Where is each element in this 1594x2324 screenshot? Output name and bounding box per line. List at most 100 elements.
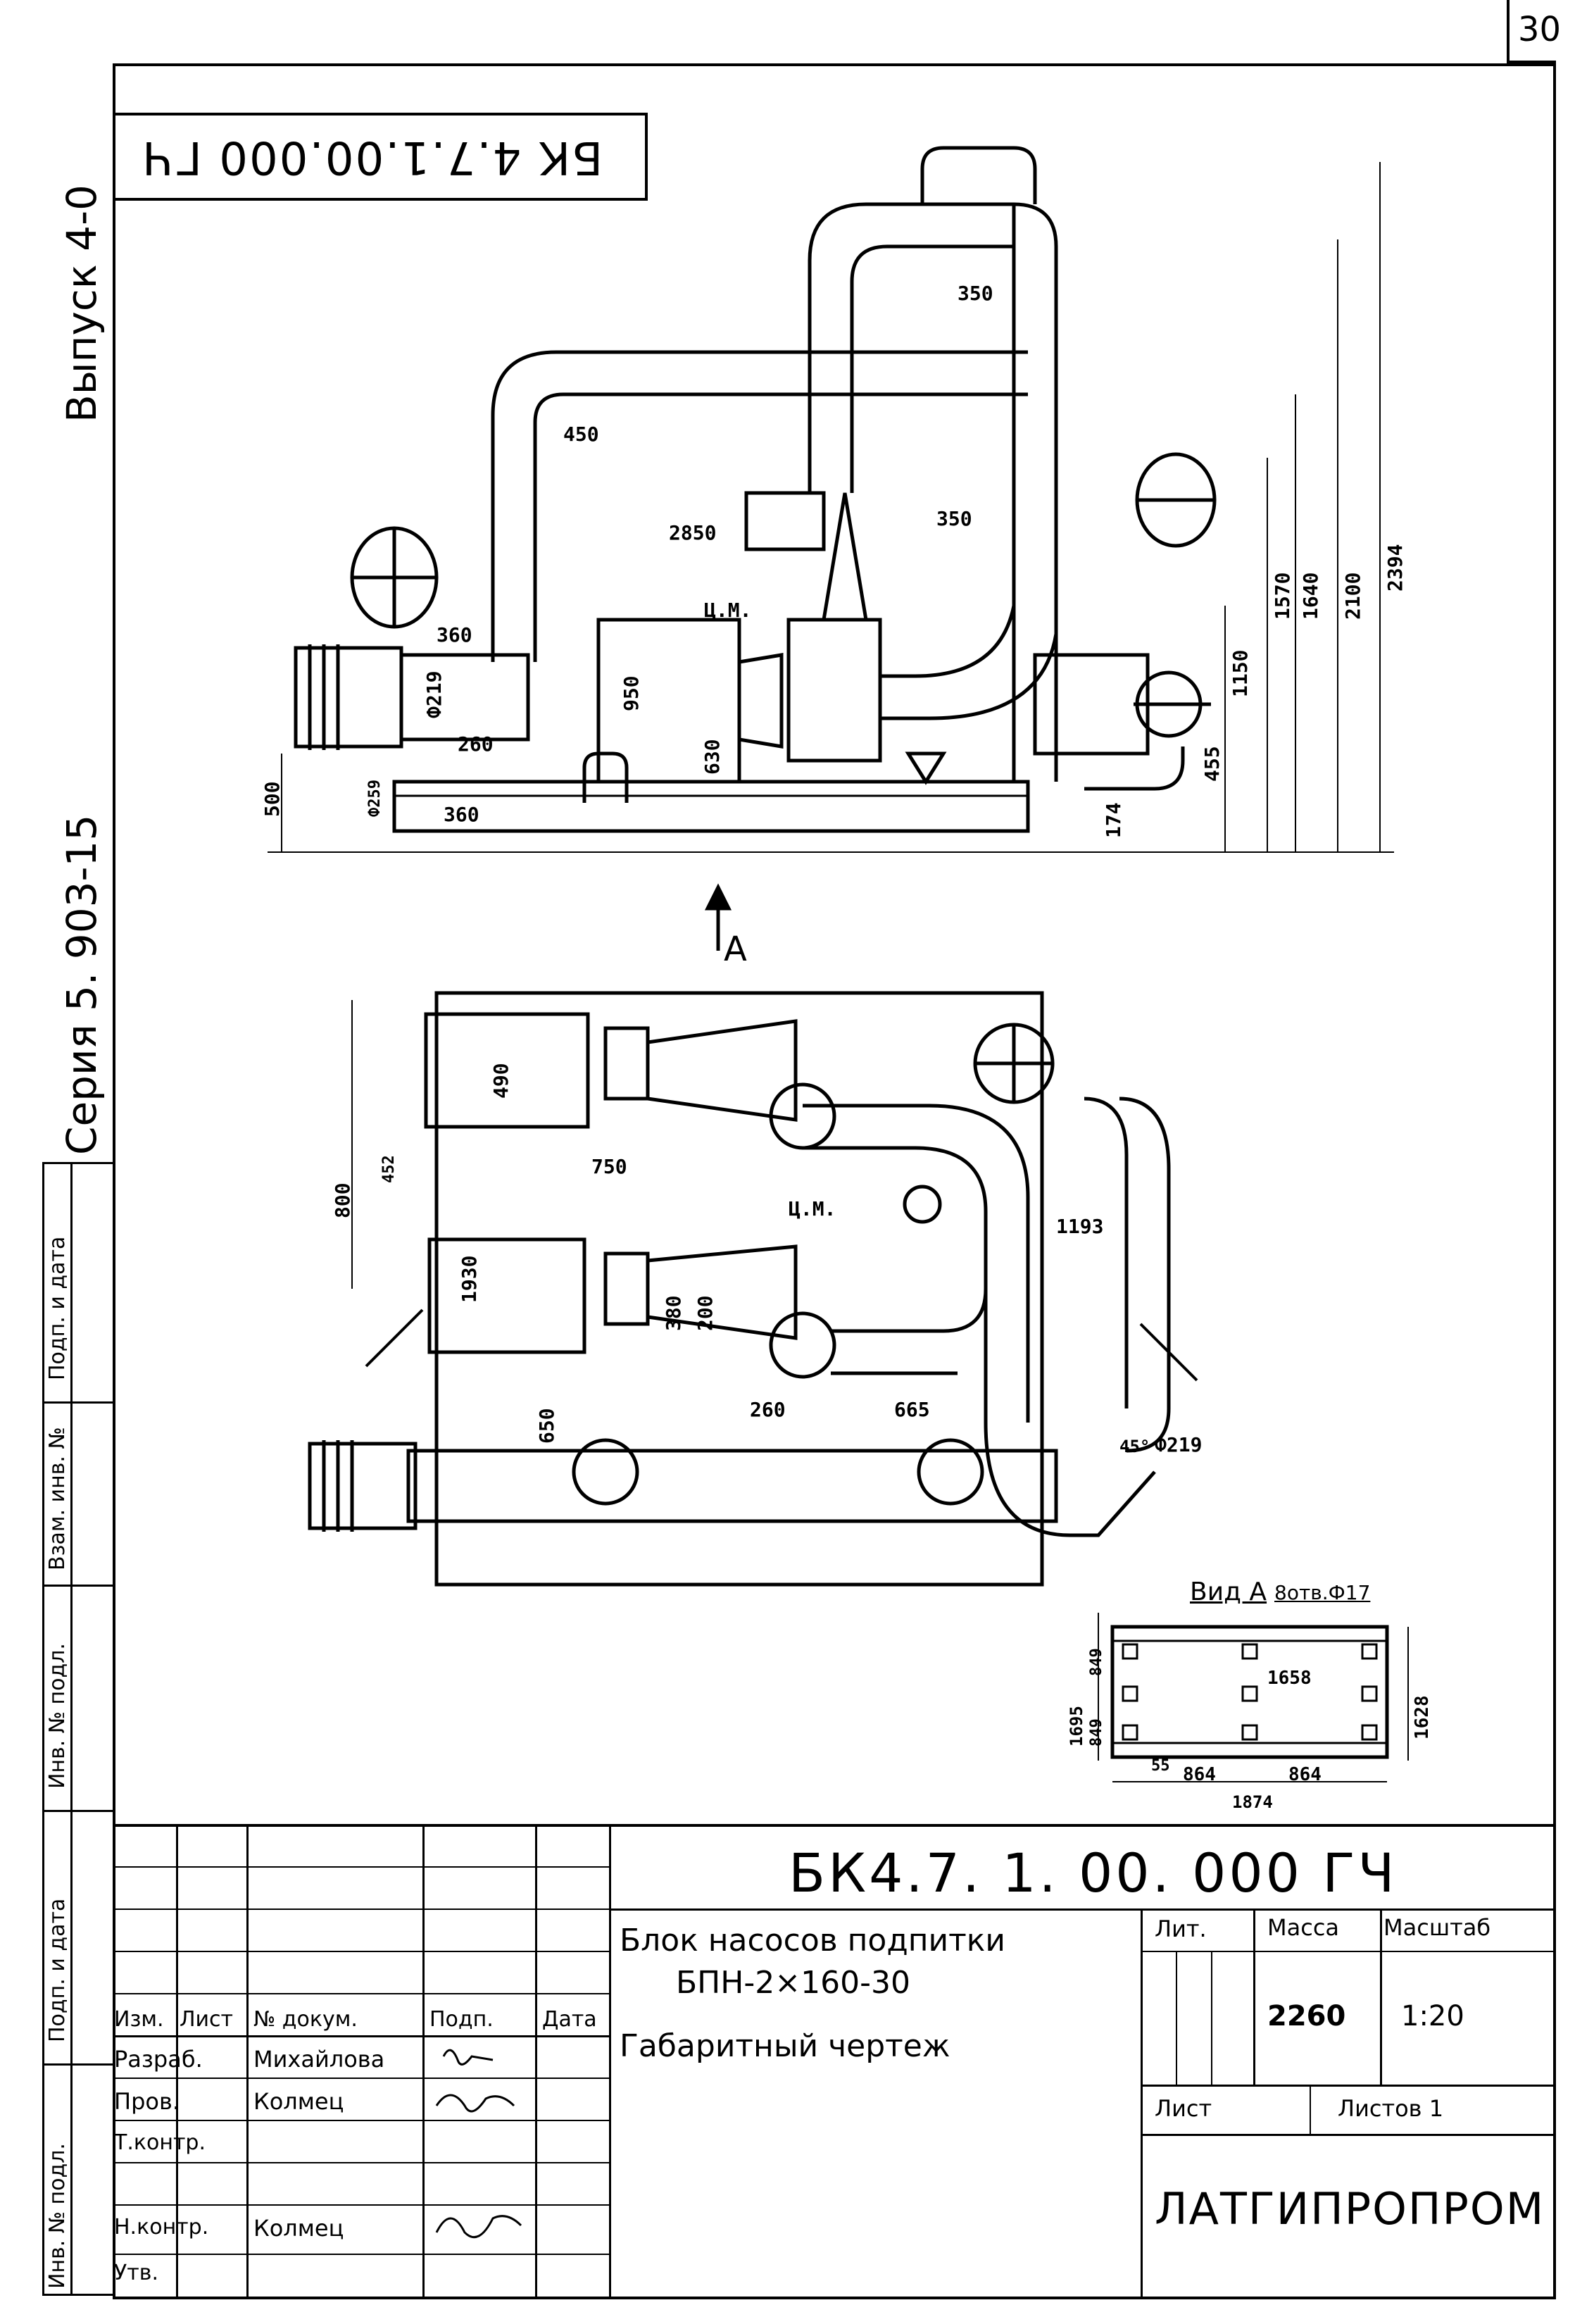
view-a-dim: 1628 (1412, 1695, 1433, 1739)
sheet-number-box: 30 (1507, 0, 1561, 63)
dim-label: 380 (662, 1295, 685, 1331)
tb-line (1141, 1951, 1556, 1952)
role-checked: Пров. (114, 2088, 180, 2115)
dim-label: 350 (958, 282, 993, 305)
tb-line (113, 1866, 609, 1868)
view-a-title: Вид А (1190, 1578, 1267, 1606)
tb-line (1211, 1951, 1212, 2085)
dim-label: 450 (563, 423, 599, 446)
dim-label: 650 (535, 1408, 558, 1444)
center-mass-label: Ц.М. (704, 599, 752, 622)
dim-label: 630 (701, 739, 724, 775)
header-doc-number: № докум. (253, 2007, 358, 2032)
sheet-label: Лист (1155, 2095, 1212, 2122)
header-change: Изм. (114, 2007, 164, 2032)
margin-stub-line (42, 1585, 113, 1587)
elevation-view (294, 146, 1217, 833)
dim-label: 2394 (1383, 544, 1407, 592)
header-date: Дата (542, 2007, 597, 2032)
dim-label: 200 (694, 1295, 717, 1331)
dim-label: 260 (458, 732, 494, 756)
dim-label: 452 (380, 1155, 398, 1183)
view-a-drawing (1110, 1625, 1389, 1759)
tb-line (246, 1824, 249, 2299)
tb-line (1141, 2085, 1556, 2087)
scale-value: 1:20 (1401, 2000, 1464, 2032)
scale-label: Масштаб (1383, 1914, 1491, 1941)
tb-line (113, 2204, 609, 2206)
header-signature: Подп. (429, 2007, 494, 2032)
view-a-dim: 864 (1288, 1764, 1322, 1785)
tb-line (609, 1908, 1556, 1911)
tb-line (113, 2120, 609, 2121)
tb-line (1310, 2085, 1311, 2134)
stamp-box: БК 4.7.1.00.000 ГЧ (113, 113, 648, 201)
dim-label: 750 (591, 1155, 627, 1178)
tb-line (113, 2078, 609, 2079)
dim-label: 350 (936, 507, 972, 530)
view-a-dim: 1874 (1232, 1792, 1273, 1812)
view-a-dim: 849 (1088, 1718, 1105, 1747)
dim-label: Ф219 (422, 670, 446, 718)
tb-line (535, 1824, 537, 2299)
dim-label: 1930 (458, 1255, 481, 1303)
dim-label: Ф219 (1155, 1433, 1203, 1456)
tb-line (1380, 1908, 1382, 2085)
view-a-dim: 55 (1151, 1757, 1170, 1775)
doc-code: БК4.7. 1. 00. 000 ГЧ (789, 1842, 1398, 1904)
tb-line (609, 1824, 611, 2299)
sheet-number: 30 (1518, 10, 1562, 49)
mass-value: 2260 (1267, 2000, 1346, 2032)
dim-label: 1570 (1271, 572, 1294, 620)
role-norm-control: Н.контр. (114, 2215, 209, 2239)
name-norm-control: Колмец (253, 2215, 344, 2242)
dim-label: 1150 (1229, 649, 1252, 697)
tb-line (113, 1908, 609, 1910)
name-developer: Михайлова (253, 2046, 385, 2073)
tb-line (176, 1824, 178, 2299)
margin-stub-line (42, 2063, 113, 2066)
angle-label: 45° (1119, 1437, 1150, 1456)
mass-label: Масса (1267, 1914, 1340, 1941)
margin-stub-line (42, 1401, 113, 1404)
view-a-dim: 864 (1183, 1764, 1216, 1785)
tb-line (1141, 1908, 1143, 2299)
section-marker-a: A (724, 930, 747, 969)
lit-label: Лит. (1155, 1916, 1207, 1942)
product-model: БПН-2×160-30 (676, 1965, 910, 2001)
tb-line (1253, 1908, 1255, 2085)
dim-label: 360 (444, 803, 479, 826)
header-sheet: Лист (180, 2007, 234, 2032)
center-mass-label: Ц.М. (789, 1197, 836, 1220)
role-tech-control: Т.контр. (114, 2130, 206, 2155)
dim-label: 174 (1102, 802, 1125, 838)
role-developer: Разраб. (114, 2046, 203, 2073)
margin-stub-divider (70, 1162, 73, 2296)
dim-label: 1640 (1299, 572, 1322, 620)
margin-stub-line (42, 1810, 113, 1812)
dim-label: 455 (1200, 746, 1224, 782)
dim-label: 260 (750, 1398, 786, 1421)
dim-label: 2100 (1341, 572, 1364, 620)
dim-label: Ф259 (366, 780, 384, 817)
dim-label: 950 (620, 675, 643, 711)
tb-line (113, 2254, 609, 2255)
drawing-type: Габаритный чертеж (620, 2028, 950, 2064)
signatures (435, 2049, 522, 2239)
plan-view (308, 991, 1198, 1587)
dim-label: 800 (331, 1182, 354, 1218)
sheets-label: Листов 1 (1338, 2095, 1444, 2122)
tb-line (113, 1993, 609, 1994)
role-approved: Утв. (114, 2261, 158, 2285)
dim-label: 665 (894, 1398, 930, 1421)
tb-line (113, 1951, 609, 1952)
view-a-holes: 8отв.Ф17 (1274, 1581, 1371, 1604)
margin-stub-column (42, 1162, 113, 2296)
dim-label: 360 (437, 623, 472, 646)
dim-label: 490 (489, 1063, 513, 1099)
drawing-frame (113, 63, 1556, 2299)
dim-label: 1193 (1056, 1215, 1104, 1238)
dim-label: 2850 (669, 521, 717, 544)
view-a-dim: 1658 (1267, 1668, 1312, 1689)
